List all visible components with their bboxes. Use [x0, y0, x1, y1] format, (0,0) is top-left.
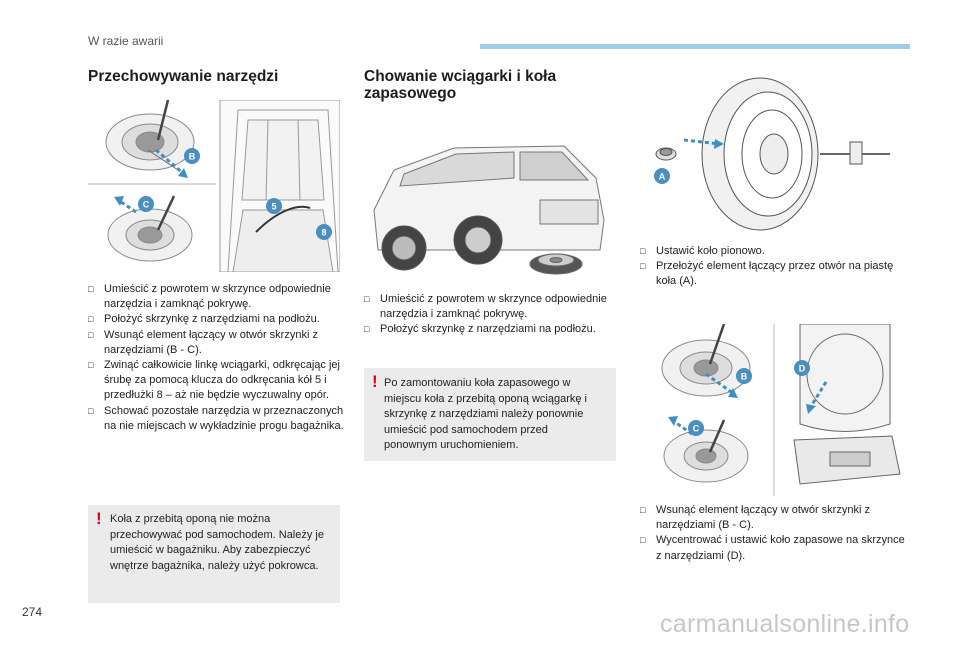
list-item: Umieścić z powrotem w skrzynce odpowiedn… [364, 292, 620, 322]
col2-warning-text: Po zamontowaniu koła zapasowego w miejsc… [384, 377, 587, 451]
header-accent-bar [480, 44, 910, 49]
list-item: Położyć skrzynkę z narzędziami na podłoż… [88, 312, 346, 327]
warning-icon: ! [96, 509, 102, 528]
list-item: Przełożyć element łączący przez otwór na… [640, 259, 908, 289]
car-body [373, 145, 605, 251]
label-b-col3: B [736, 368, 752, 384]
list-item: Zwinąć całkowicie linkę wciągarki, odkrę… [88, 358, 346, 404]
label-d: D [794, 360, 810, 376]
upright-wheel [701, 77, 890, 231]
label-8-text: 8 [321, 228, 326, 238]
list-item: Schować pozostałe narzędzia w przeznaczo… [88, 404, 346, 434]
warning-icon: ! [372, 372, 378, 391]
label-c-col1: C [138, 196, 154, 212]
car-illustration [364, 130, 614, 280]
label-5: 5 [266, 198, 282, 214]
col1-title: Przechowywanie narzędzi [88, 68, 279, 85]
label-c-col3: C [688, 420, 704, 436]
watermark: carmanualsonline.info [660, 610, 910, 638]
spare-wheel-upright-illustration: A [640, 76, 912, 232]
label-b-col1: B [184, 148, 200, 164]
col2-warning-box: ! Po zamontowaniu koła zapasowego w miej… [364, 368, 616, 461]
col3-bottom-bullet-list: Wsunąć element łączący w otwór skrzynki … [640, 503, 908, 564]
label-5-text: 5 [271, 202, 276, 212]
list-item: Wsunąć element łączący w otwór skrzynki … [88, 328, 346, 358]
section-label: W razie awarii [88, 34, 164, 48]
col1-warning-text: Koła z przebitą oponą nie można przechow… [110, 513, 324, 572]
car-wheels [381, 215, 503, 271]
label-b-text: B [189, 152, 196, 162]
trunk-view [219, 100, 340, 272]
label-8: 8 [316, 224, 332, 240]
list-item: Położyć skrzynkę z narzędziami na podłoż… [364, 322, 620, 337]
list-item: Ustawić koło pionowo. [640, 244, 908, 259]
label-c-text: C [143, 200, 150, 210]
storage-top-inset [88, 100, 216, 185]
connector-piece [655, 141, 863, 165]
label-a-text: A [659, 172, 666, 182]
wheel-on-toolbox-illustration: B C D [640, 324, 910, 496]
col2-title: Chowanie wciągarki i koła zapasowego [364, 68, 557, 102]
col3-top-bullet-list: Ustawić koło pionowo. Przełożyć element … [640, 244, 908, 290]
col1-bullet-list: Umieścić z powrotem w skrzynce odpowiedn… [88, 282, 346, 434]
wheel-over-toolbox [793, 324, 901, 485]
list-item: Wycentrować i ustawić koło zapasowe na s… [640, 533, 908, 563]
col2-bullet-list: Umieścić z powrotem w skrzynce odpowiedn… [364, 292, 620, 338]
label-c-text: C [693, 424, 700, 434]
label-b-text: B [741, 372, 748, 382]
hub-inset-left [661, 324, 751, 483]
list-item: Umieścić z powrotem w skrzynce odpowiedn… [88, 282, 346, 312]
label-a: A [654, 168, 670, 184]
label-d-text: D [799, 364, 806, 374]
col1-warning-box: ! Koła z przebitą oponą nie można przech… [88, 505, 340, 603]
page-number: 274 [22, 605, 43, 619]
spare-wheel [529, 253, 583, 275]
col1-illustration: B C 5 8 [88, 100, 340, 272]
list-item: Wsunąć element łączący w otwór skrzynki … [640, 503, 908, 533]
arrows-col1 [117, 148, 309, 242]
